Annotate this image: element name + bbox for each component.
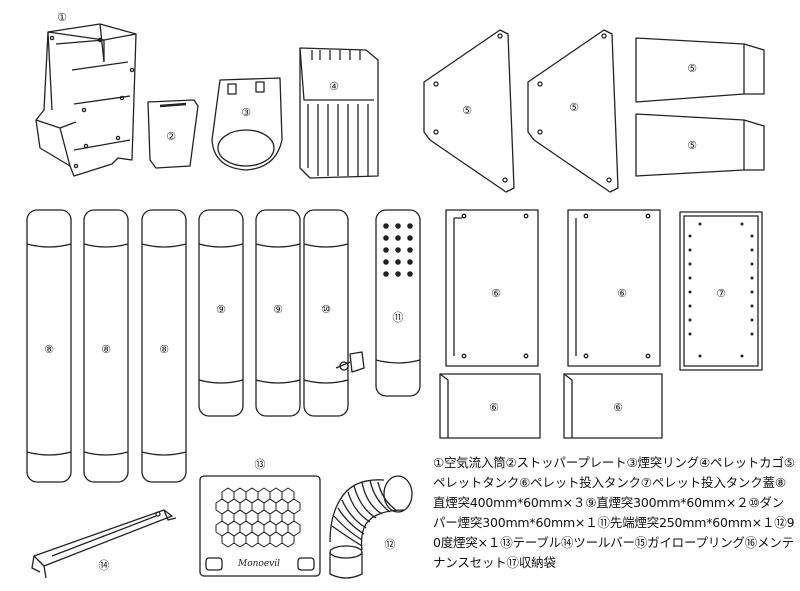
table-logo: Monoevil	[237, 559, 280, 569]
part-input-tank-plate-1: ⑥	[445, 209, 539, 367]
label-8b: ⑧	[101, 343, 111, 356]
part-input-tank-plate-2: ⑥	[567, 209, 661, 367]
part-tool-bar: ⑭	[31, 509, 177, 579]
part-straight-chimney-400-2: ⑧	[83, 209, 129, 483]
part-tip-chimney: ⑪	[375, 209, 421, 397]
part-pellet-tank-bottom: ⑤	[635, 113, 765, 177]
parts-list-description: ①空気流入筒②ストッパープレート③煙突リング④ペレットカゴ⑤ペレットタンク⑥ペレ…	[433, 455, 795, 570]
label-10: ⑩	[321, 303, 331, 316]
label-1: ①	[57, 11, 67, 24]
label-9b: ⑨	[273, 303, 283, 316]
label-12: ⑫	[385, 538, 396, 551]
label-6b: ⑥	[617, 287, 627, 300]
label-8a: ⑧	[44, 343, 54, 356]
label-5c: ⑤	[687, 62, 697, 75]
part-pellet-basket: ④	[299, 47, 379, 179]
part-air-intake: ①	[35, 11, 137, 177]
part-straight-chimney-300-1: ⑨	[198, 209, 244, 417]
label-6c: ⑥	[489, 401, 499, 414]
label-5d: ⑤	[687, 139, 697, 152]
label-5a: ⑤	[462, 104, 472, 117]
part-straight-chimney-300-2: ⑨	[255, 209, 301, 417]
part-straight-chimney-400-3: ⑧	[141, 209, 187, 483]
label-11: ⑪	[393, 311, 404, 324]
part-damper-chimney: ⑩	[303, 209, 365, 417]
label-6a: ⑥	[491, 287, 501, 300]
part-pellet-tank-right: ⑤	[527, 29, 619, 193]
label-9a: ⑨	[216, 303, 226, 316]
label-2: ②	[166, 130, 176, 143]
part-straight-chimney-400-1: ⑧	[26, 209, 72, 483]
part-input-tank-plate-3: ⑥	[439, 373, 541, 439]
part-table: Monoevil ⑬	[199, 458, 321, 577]
label-6d: ⑥	[613, 401, 623, 414]
label-13: ⑬	[255, 458, 266, 471]
part-input-tank-plate-4: ⑥	[563, 373, 663, 439]
label-5b: ⑤	[569, 101, 579, 114]
part-pellet-tank-top: ⑤	[635, 37, 765, 103]
label-3: ③	[241, 106, 251, 119]
label-14: ⑭	[99, 559, 110, 572]
part-stopper-plate: ②	[147, 99, 199, 169]
part-90-degree-chimney: ⑫	[329, 475, 413, 579]
part-chimney-ring: ③	[211, 77, 283, 171]
part-pellet-tank-left: ⑤	[423, 29, 515, 193]
label-4: ④	[329, 80, 339, 93]
label-8c: ⑧	[159, 343, 169, 356]
part-input-tank-lid: ⑦	[679, 211, 763, 371]
label-7: ⑦	[716, 287, 726, 300]
